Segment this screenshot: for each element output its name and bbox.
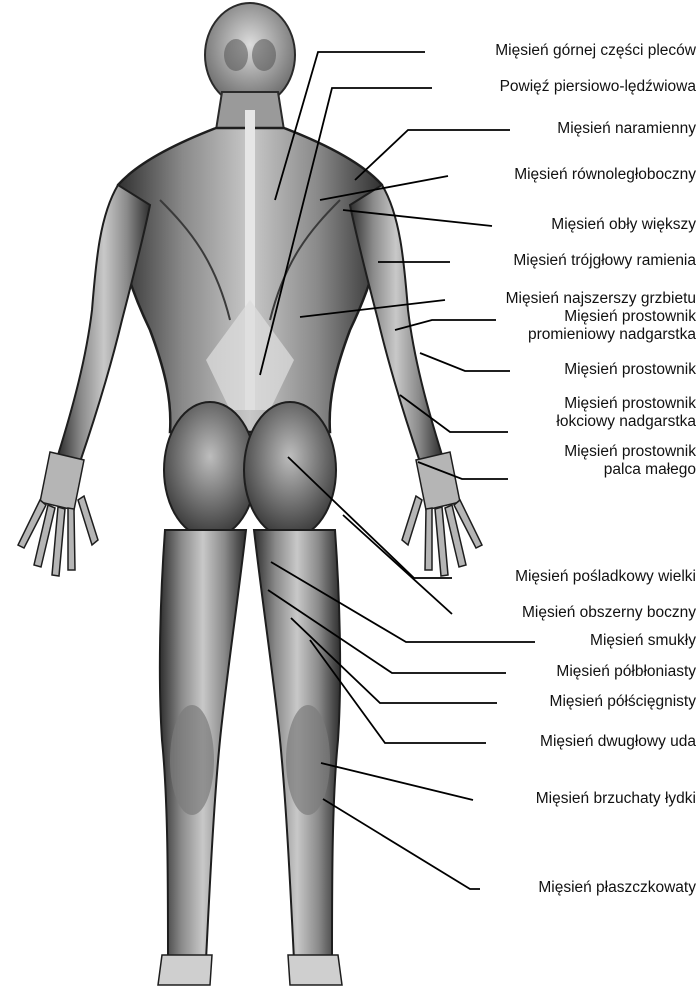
label-biceps-femoris: Mięsień dwugłowy uda — [540, 733, 696, 751]
label-vastus-lateralis: Mięsień obszerny boczny — [522, 604, 696, 622]
leader-line — [343, 515, 452, 614]
left-foot — [158, 955, 212, 985]
label-gracilis: Mięsień smukły — [590, 632, 696, 650]
label-gastrocnemius: Mięsień brzuchaty łydki — [536, 790, 696, 808]
right-arm — [350, 185, 442, 462]
left-calf — [170, 705, 214, 815]
label-upper-back: Mięsień górnej części pleców — [495, 42, 696, 60]
leader-line — [321, 763, 473, 800]
left-arm — [58, 185, 150, 462]
leader-line — [323, 799, 480, 889]
label-ext-carpi-radialis: Mięsień prostownik promieniowy nadgarstk… — [528, 308, 696, 344]
label-ext-carpi-ulnaris: Mięsień prostownik łokciowy nadgarstka — [556, 395, 696, 431]
label-rhomboid: Mięsień równoległoboczny — [514, 166, 696, 184]
label-teres-major: Mięsień obły większy — [551, 216, 696, 234]
label-latissimus: Mięsień najszerszy grzbietu — [506, 290, 696, 308]
label-gluteus-maximus: Mięsień pośladkowy wielki — [515, 568, 696, 586]
label-extensor: Mięsień prostownik — [564, 361, 696, 379]
label-soleus: Mięsień płaszczkowaty — [538, 879, 696, 897]
right-foot — [288, 955, 342, 985]
label-ext-digiti-minimi: Mięsień prostownik palca małego — [564, 443, 696, 479]
label-thoracolumbar-fascia: Powięź piersiowo-lędźwiowa — [500, 78, 696, 96]
label-deltoid: Mięsień naramienny — [557, 120, 696, 138]
label-triceps: Mięsień trójgłowy ramienia — [513, 252, 696, 270]
leader-line — [355, 130, 510, 180]
label-semitendinosus: Mięsień półścięgnisty — [550, 693, 696, 711]
label-semimembranosus: Mięsień półbłoniasty — [556, 663, 696, 681]
left-hand — [18, 452, 98, 576]
leader-line — [420, 353, 510, 371]
